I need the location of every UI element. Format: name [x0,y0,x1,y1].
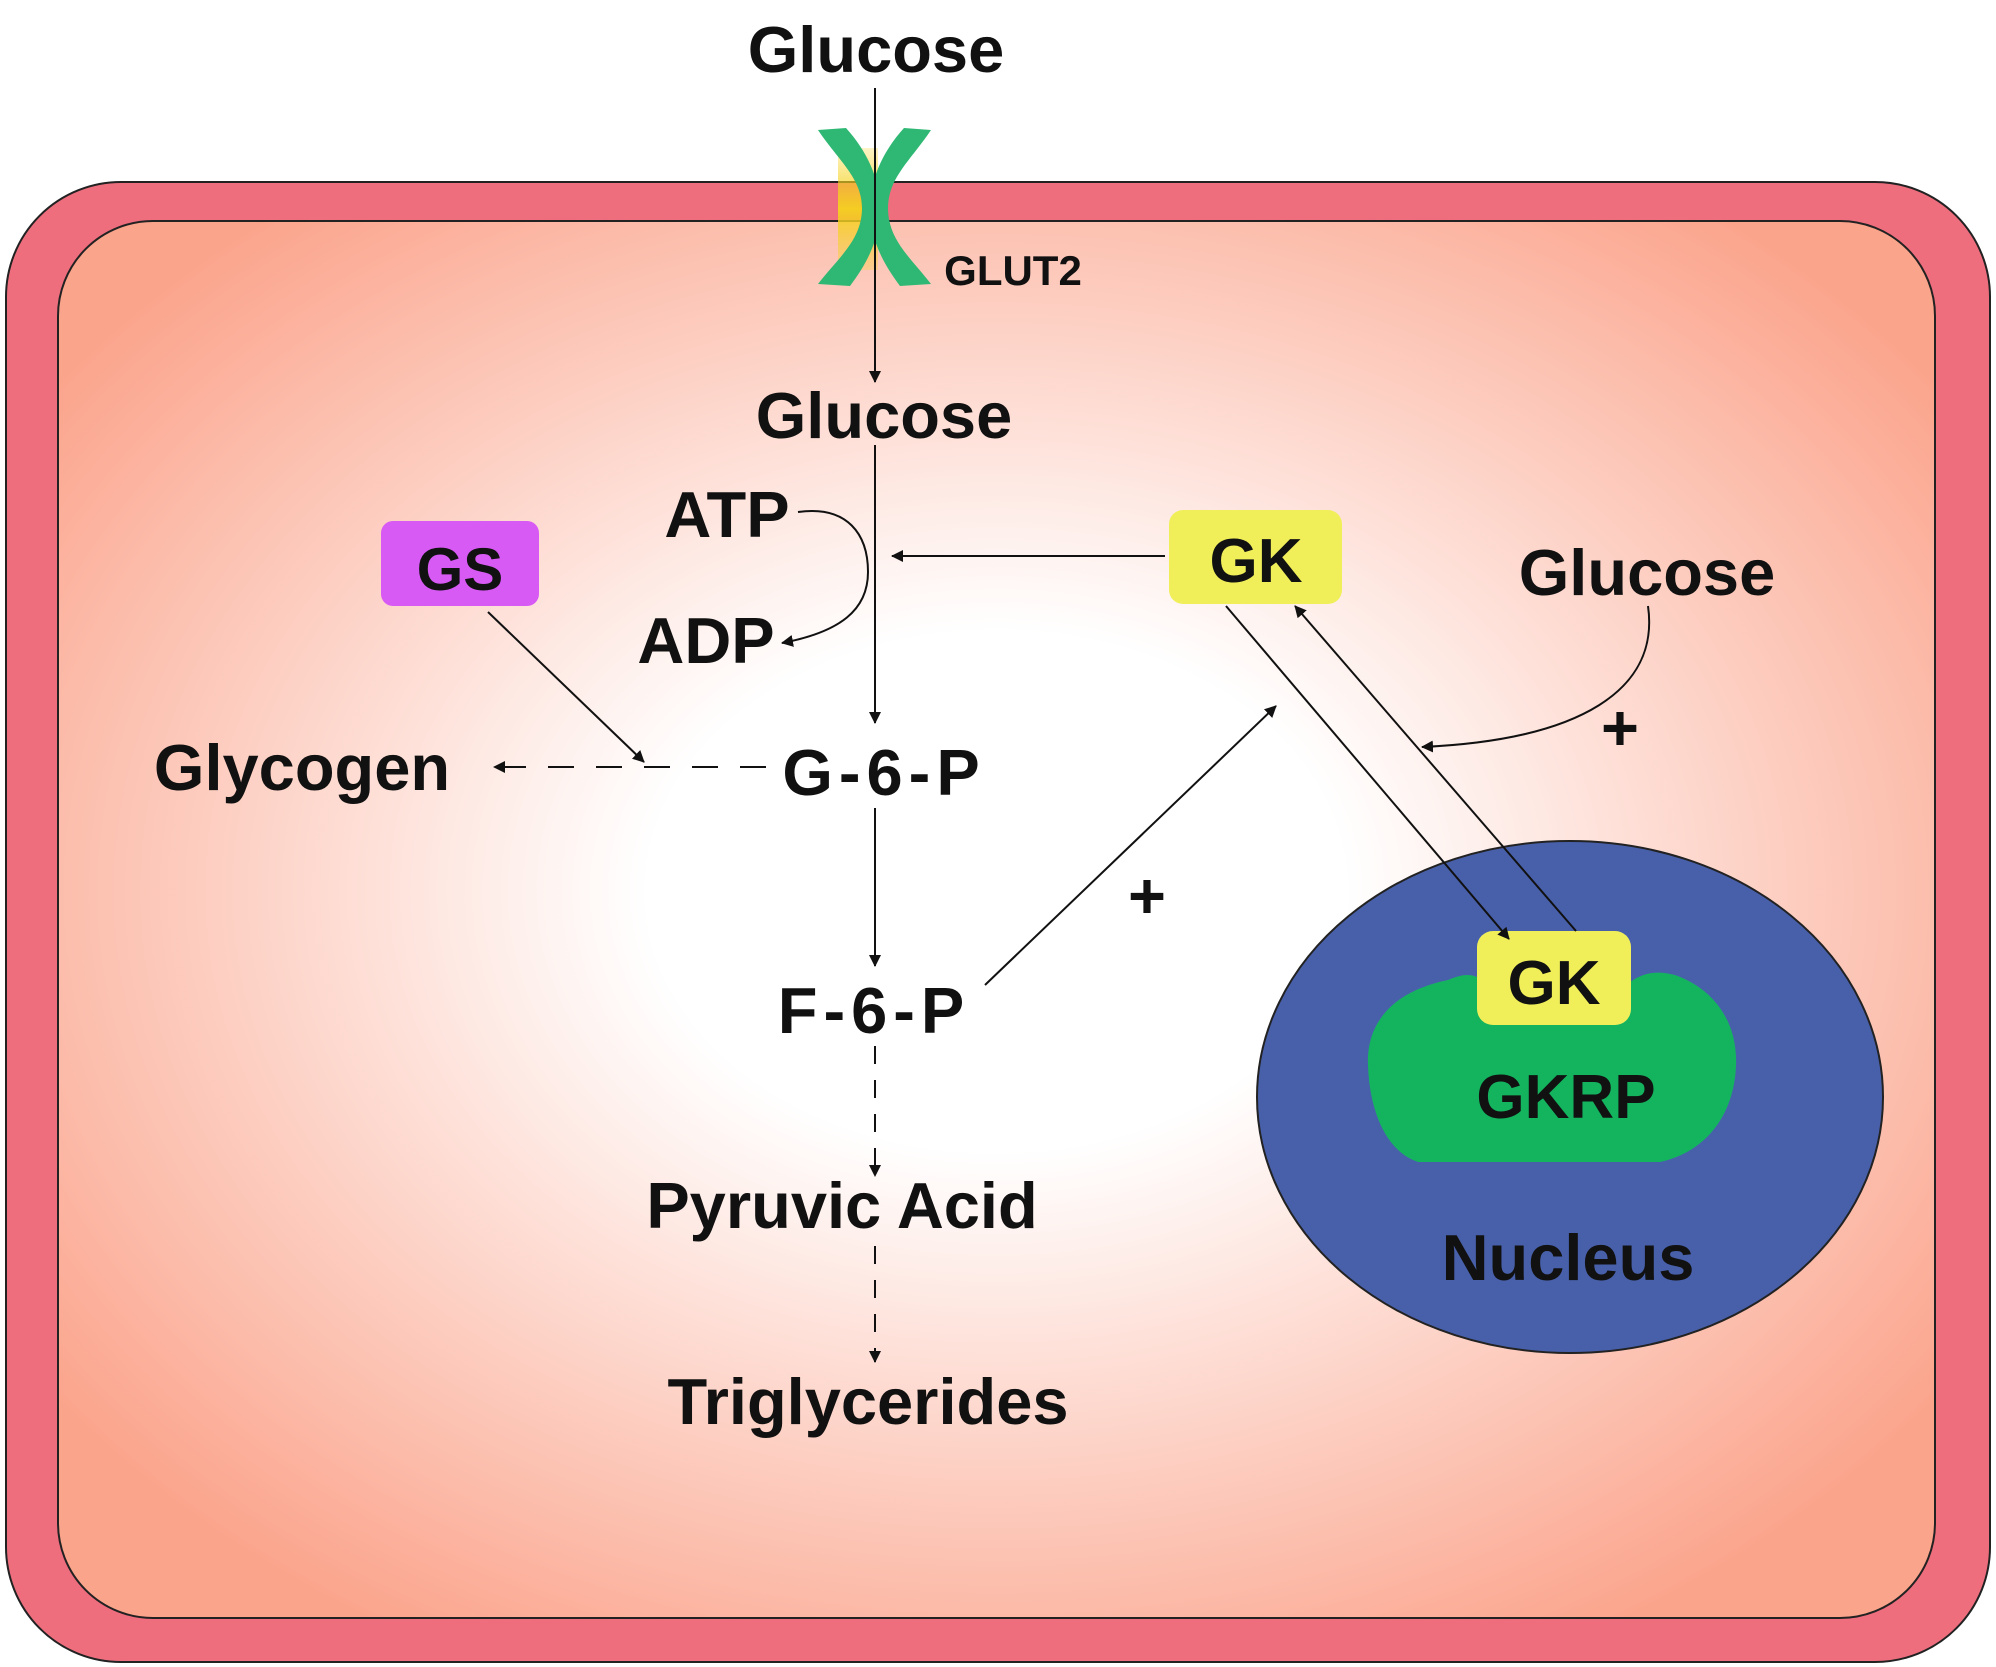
label-gk-nucleus: GK [1508,949,1601,1018]
gk-cytoplasm-box [1169,510,1342,604]
glut2-right-subunit [870,128,931,286]
label-adp: ADP [637,604,774,677]
label-triglycerides: Triglycerides [667,1365,1068,1438]
label-nucleus: Nucleus [1442,1221,1695,1294]
arrow-glucose-promotes-release [1421,605,1651,753]
label-glucose-outside: Glucose [748,13,1004,86]
label-gs: GS [417,536,504,603]
arrow-gk-into-nucleus [1225,605,1510,940]
label-gkrp: GKRP [1476,1063,1655,1132]
gkrp-shape [1367,972,1737,1162]
label-glucose-right: Glucose [1519,536,1775,609]
gs-box [381,521,539,606]
gk-nucleus-box [1477,931,1631,1025]
label-glut2: GLUT2 [944,247,1082,294]
label-gk-cytoplasm: GK [1210,527,1303,596]
label-f6p: F-6-P [778,974,971,1047]
label-pyruvic-acid: Pyruvic Acid [646,1169,1037,1242]
arrow-gk-out-of-nucleus [1294,605,1577,932]
arrow-gs-to-glycogen-path [487,611,645,763]
glut2-left-subunit [818,128,880,286]
label-plus-f6p: + [1128,859,1166,932]
arrow-atp-to-adp [781,510,870,647]
label-g6p: G-6-P [782,736,985,809]
label-atp: ATP [664,478,789,551]
glut2-transporter [818,128,931,286]
label-glycogen: Glycogen [154,731,450,804]
label-glucose-inside: Glucose [756,379,1012,452]
arrow-f6p-to-gk [984,705,1277,986]
label-plus-glucose: + [1601,691,1639,764]
